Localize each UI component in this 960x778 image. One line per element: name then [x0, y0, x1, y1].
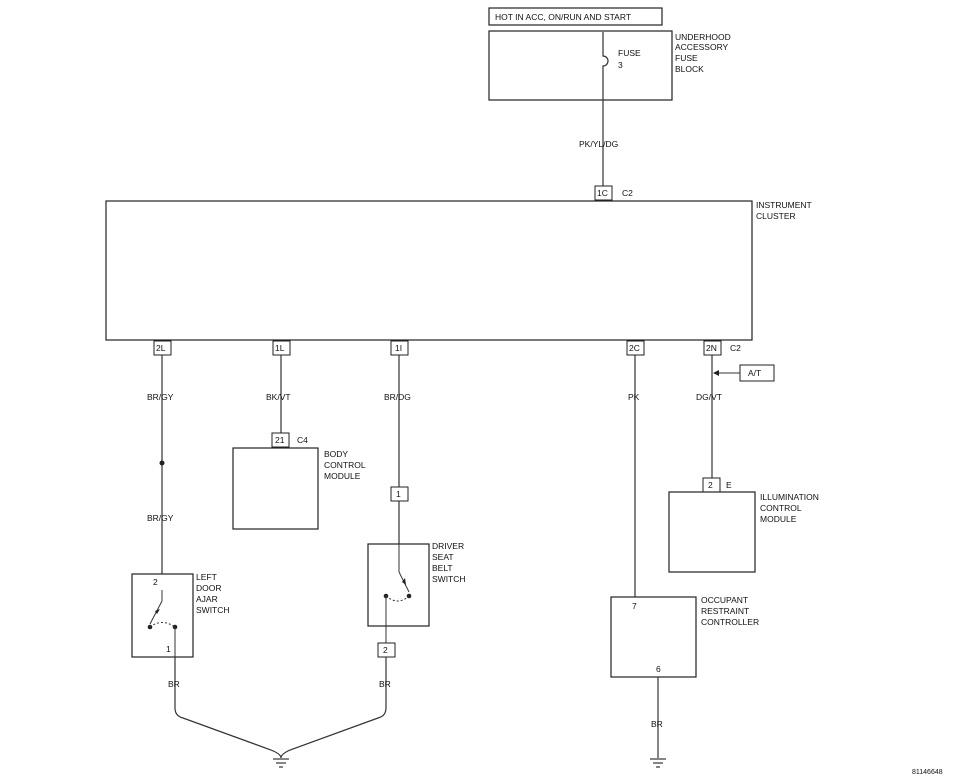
fuse-block-name-3: FUSE — [675, 53, 698, 63]
occupant-restraint-controller-box — [610, 596, 697, 678]
cluster-pin-1l: 1L — [275, 343, 285, 353]
icm-name-2: CONTROL — [760, 503, 802, 513]
cluster-top-connector: C2 — [622, 188, 633, 198]
fuse-block-name-2: ACCESSORY — [675, 42, 729, 52]
left-door-switch-name-1: LEFT — [196, 572, 217, 582]
orc-pin-out: 6 — [656, 664, 661, 674]
cluster-pin-2l: 2L — [156, 343, 166, 353]
body-control-module-box — [232, 447, 319, 530]
cluster-bottom-connector: C2 — [730, 343, 741, 353]
bcm-name-2: CONTROL — [324, 460, 366, 470]
cluster-name-2: CLUSTER — [756, 211, 796, 221]
at-label: A/T — [748, 368, 761, 378]
power-label: HOT IN ACC, ON/RUN AND START — [495, 12, 631, 22]
icm-name-3: MODULE — [760, 514, 797, 524]
left-door-switch-name-4: SWITCH — [196, 605, 230, 615]
fuse-block-name-4: BLOCK — [675, 64, 704, 74]
seat-switch-name-2: SEAT — [432, 552, 454, 562]
bcm-pin: 21 — [275, 435, 285, 445]
orc-name-3: CONTROLLER — [701, 617, 759, 627]
left-door-switch-name-3: AJAR — [196, 594, 218, 604]
seat-switch-name-3: BELT — [432, 563, 453, 573]
fuse-symbol — [602, 32, 609, 100]
fuse-number: 3 — [618, 60, 623, 70]
seat-switch-pin-bottom: 2 — [383, 645, 388, 655]
seat-wire-label: BR/DG — [384, 392, 411, 402]
orc-name-2: RESTRAINT — [701, 606, 749, 616]
cluster-pin-2n: 2N — [706, 343, 717, 353]
seat-switch-name-4: SWITCH — [432, 574, 466, 584]
door-wire-upper-label: BR/GY — [147, 392, 174, 402]
fuse-block-name-1: UNDERHOOD — [675, 32, 731, 42]
orc-wire-label: PK — [628, 392, 640, 402]
instrument-cluster-box — [105, 200, 753, 341]
figure-id: 81146648 — [912, 769, 943, 776]
splice-dot — [159, 460, 165, 466]
cluster-pin-1i: 1I — [395, 343, 402, 353]
cluster-name-1: INSTRUMENT — [756, 200, 812, 210]
cluster-top-pin-box — [594, 185, 613, 201]
seat-switch-pin-top: 1 — [396, 489, 401, 499]
ground-icon — [273, 758, 289, 768]
icm-connector: E — [726, 480, 732, 490]
ground-wire-left — [174, 707, 282, 759]
ground-icon — [650, 758, 666, 768]
power-label-box — [488, 7, 663, 26]
orc-pin-in: 7 — [632, 601, 637, 611]
bcm-name-1: BODY — [324, 449, 348, 459]
left-door-switch-box — [131, 573, 194, 658]
feed-wire-label: PK/YL/DG — [579, 139, 618, 149]
ground-wire-right — [280, 707, 387, 759]
door-wire-lower-label: BR/GY — [147, 513, 174, 523]
door-switch-arrow — [155, 609, 160, 614]
bcm-connector: C4 — [297, 435, 308, 445]
at-label-box — [739, 364, 775, 382]
bcm-pin-box — [271, 432, 290, 448]
left-door-switch-pin-top: 2 — [153, 577, 158, 587]
fuse-block-box — [488, 30, 673, 101]
illumination-control-module-box — [668, 491, 756, 573]
icm-wire-label: DG/VT — [696, 392, 722, 402]
seat-ground-wire-label: BR — [379, 679, 391, 689]
orc-name-1: OCCUPANT — [701, 595, 748, 605]
bcm-wire-label: BK/VT — [266, 392, 291, 402]
left-door-switch-name-2: DOOR — [196, 583, 222, 593]
icm-pin: 2 — [708, 480, 713, 490]
left-door-switch-pin-bottom: 1 — [166, 644, 171, 654]
seat-switch-actuator — [385, 595, 410, 602]
seat-switch-name-1: DRIVER — [432, 541, 464, 551]
door-ground-wire-label: BR — [168, 679, 180, 689]
fuse-label: FUSE — [618, 48, 641, 58]
cluster-pin-2c: 2C — [629, 343, 640, 353]
at-arrow-head — [713, 370, 719, 376]
seat-switch-arrow — [402, 578, 406, 585]
bcm-name-3: MODULE — [324, 471, 361, 481]
cluster-top-pin: 1C — [597, 188, 608, 198]
door-switch-actuator — [149, 622, 176, 628]
orc-ground-wire-label: BR — [651, 719, 663, 729]
icm-name-1: ILLUMINATION — [760, 492, 819, 502]
